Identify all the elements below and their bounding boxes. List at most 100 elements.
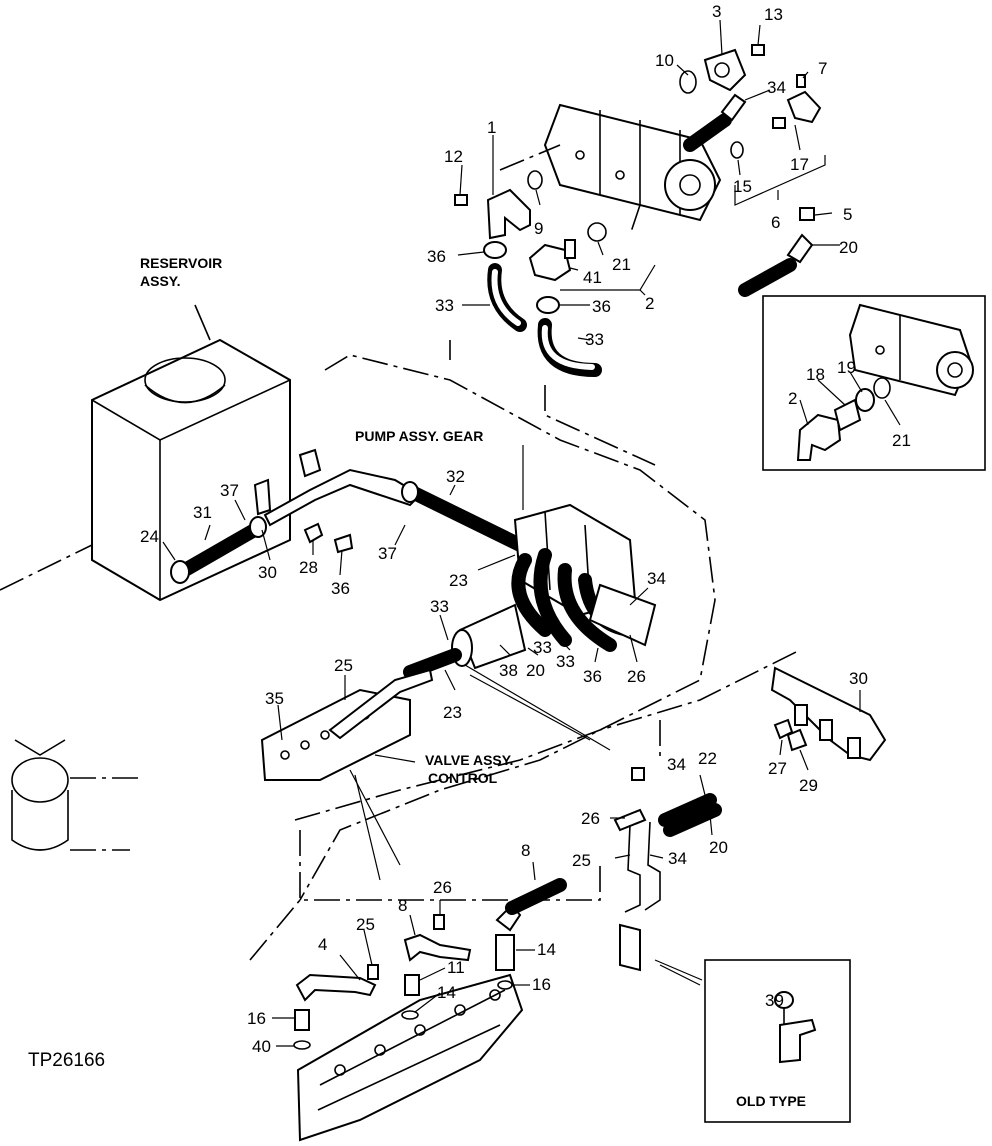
callout: 11: [447, 958, 465, 977]
callout: 18: [806, 365, 825, 384]
callout: 36: [592, 297, 611, 316]
callout: 32: [446, 467, 465, 486]
pump-caption: PUMP ASSY. GEAR: [355, 428, 483, 444]
fittings-lower: [293, 878, 567, 1050]
valve-caption-line2: CONTROL: [428, 770, 498, 786]
callout: 31: [193, 503, 212, 522]
callout: 34: [668, 849, 687, 868]
callout: 39: [765, 991, 784, 1010]
lines-25-26-lower-right: [610, 767, 722, 986]
reservoir-caption-line1: RESERVOIR: [140, 255, 222, 271]
callout: 7: [818, 59, 827, 78]
callout: 10: [655, 51, 674, 70]
callout: 2: [788, 389, 797, 408]
leader-lines-middle: [162, 445, 649, 881]
callout: 33: [430, 597, 449, 616]
callout: 20: [839, 238, 858, 257]
callout: 26: [627, 667, 646, 686]
old-type-caption: OLD TYPE: [736, 1093, 806, 1109]
callout: 12: [444, 147, 463, 166]
tee-fitting: [772, 74, 822, 129]
callout: 24: [140, 527, 159, 546]
fitting-30-28: [303, 522, 354, 554]
callout: 36: [427, 247, 446, 266]
callout: 33: [556, 652, 575, 671]
callout: 26: [581, 809, 600, 828]
hose-32: [401, 481, 527, 552]
callout: 6: [771, 213, 780, 232]
callout: 8: [398, 896, 407, 915]
callout: 41: [583, 268, 602, 287]
callout: 25: [356, 915, 375, 934]
callout: 30: [849, 669, 868, 688]
callout: 22: [698, 749, 717, 768]
callout: 9: [534, 219, 543, 238]
hoses-33-top: [487, 263, 602, 377]
callout: 2: [645, 294, 654, 313]
inset-pump-detail: [762, 295, 986, 471]
hydraulic-pump: [499, 103, 722, 236]
callout: 26: [433, 878, 452, 897]
callout: 20: [709, 838, 728, 857]
callout: 16: [247, 1009, 266, 1028]
callout: 5: [843, 205, 852, 224]
elbow-fitting: [454, 188, 531, 240]
callout: 36: [583, 667, 602, 686]
reservoir-caption-line2: ASSY.: [140, 273, 180, 289]
callout: 14: [437, 983, 456, 1002]
callout-numbers: 3 13 10 34 7 1 12 17 15 9 6 5 36 21 41 2…: [140, 2, 911, 1056]
seat-sketch: [11, 739, 140, 851]
reservoir-tank: [0, 304, 291, 602]
callout: 27: [768, 759, 787, 778]
hoses-33-middle: [511, 548, 657, 652]
filter-35-38: [403, 603, 527, 679]
callout: 23: [449, 571, 468, 590]
callout: 14: [537, 940, 556, 959]
callout: 34: [667, 755, 686, 774]
callout: 13: [764, 5, 783, 24]
elbow-41: [528, 239, 576, 282]
callout: 25: [334, 656, 353, 675]
callout: 23: [443, 703, 462, 722]
callout: 35: [265, 689, 284, 708]
callout: 37: [220, 481, 239, 500]
o-rings: [527, 70, 891, 399]
callout: 20: [526, 661, 545, 680]
callout: 33: [533, 638, 552, 657]
callout: 4: [318, 935, 327, 954]
valve-caption-line1: VALVE ASSY.: [425, 752, 513, 768]
leader-lines-lower: [272, 861, 536, 1047]
callout: 21: [892, 431, 911, 450]
callout: 38: [499, 661, 518, 680]
valve-control-lower: [296, 973, 524, 1142]
suction-tube: [253, 448, 422, 527]
manifold-23: [770, 666, 887, 771]
callout: 34: [767, 78, 786, 97]
callout: 16: [532, 975, 551, 994]
callout: 8: [521, 841, 530, 860]
callout: 36: [331, 579, 350, 598]
callout: 28: [299, 558, 318, 577]
callout: 30: [258, 563, 277, 582]
old-type-box: [704, 959, 851, 1123]
callout: 21: [612, 255, 631, 274]
callout: 29: [799, 776, 818, 795]
flange-part: [703, 44, 765, 92]
callout: 33: [585, 330, 604, 349]
captions: RESERVOIR ASSY. PUMP ASSY. GEAR VALVE AS…: [28, 255, 806, 1109]
callout: 34: [647, 569, 666, 588]
callout: 40: [252, 1037, 271, 1056]
callout: 37: [378, 544, 397, 563]
hose-34-top: [683, 93, 747, 152]
hose-clamps: [483, 241, 560, 314]
valve-control-middle: [260, 668, 434, 781]
callout: 1: [487, 118, 496, 137]
frame-outline: [249, 340, 801, 961]
callout: 25: [572, 851, 591, 870]
callout: 33: [435, 296, 454, 315]
leader-lines-top: [457, 19, 840, 341]
figure-id: TP26166: [28, 1050, 105, 1071]
callout: 15: [733, 177, 752, 196]
callout: 17: [790, 155, 809, 174]
